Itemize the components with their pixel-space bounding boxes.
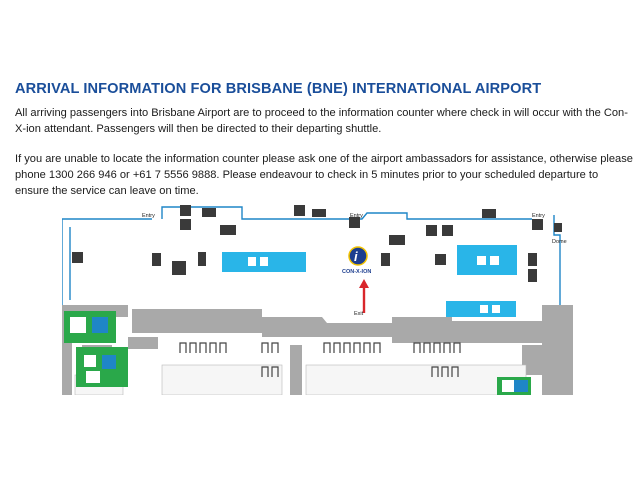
door-icon [198,252,206,266]
direction-arrow [359,279,369,313]
escalator-icon [312,209,326,217]
facility-icons-top [72,205,562,282]
assistance-paragraph: If you are unable to locate the informat… [15,153,633,197]
airport-arrivals-map: Entry Entry Entry Dome [62,205,573,395]
toilets-icon [294,205,305,216]
conxion-label: CON-X-ION [342,269,371,275]
accessible-toilet-icon [514,380,528,392]
escalator-icon [202,208,216,217]
trolley-icon [172,261,186,275]
phone-icon [381,253,390,266]
toilets-icon [532,219,543,230]
toilets-icon [72,252,83,263]
information-symbol: i [354,249,358,264]
accessible-toilet-icon [92,317,108,333]
domestic-label: Dome [552,239,567,245]
escalator-icon [482,209,496,218]
entry-label-1: Entry [142,213,155,219]
toilets-icon [349,217,360,228]
conxion-information-counter: i CON-X-ION [342,246,371,275]
entry-label-3: Entry [532,213,545,219]
exit-label: Exit [354,311,364,317]
page-title: ARRIVAL INFORMATION FOR BRISBANE (BNE) I… [15,81,542,97]
retail-area [457,245,517,275]
retail-areas [222,245,517,317]
information-icon [348,246,368,266]
toilets-icon [426,225,437,236]
accessible-toilet-icon [102,355,116,369]
phone-icon [528,269,537,282]
elevator-icon [554,223,562,232]
phone-icon [152,253,161,266]
shop-icon [389,235,405,245]
arrival-instructions-paragraph: All arriving passengers into Brisbane Ai… [15,107,628,135]
toilets-icon [180,219,191,230]
toilets-icon [180,205,191,216]
phone-icon [528,253,537,266]
shop-icon [220,225,236,235]
entry-label-2: Entry [350,213,363,219]
information-desk-icon [435,254,446,265]
check-in-counters [179,342,461,377]
toilets-icon [442,225,453,236]
